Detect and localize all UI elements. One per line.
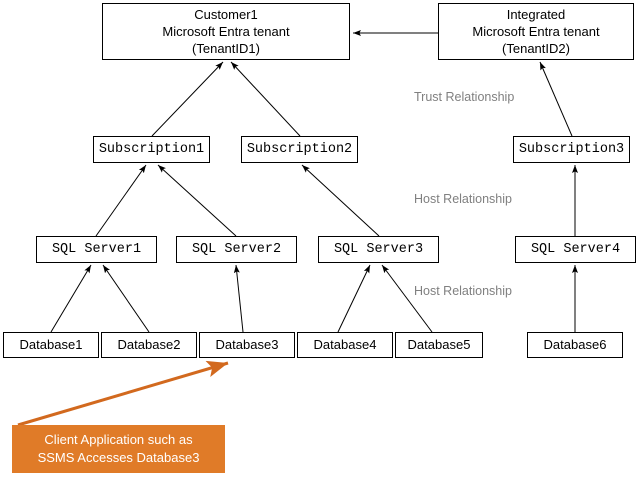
node-text-line: SQL Server3 <box>333 241 424 257</box>
host-relationship-label-servers: Host Relationship <box>414 284 512 298</box>
edge-srv1-to-sub1 <box>95 164 147 237</box>
edge-db3-to-srv2 <box>233 264 244 333</box>
edge-group <box>50 30 578 333</box>
sql-server4-box[interactable]: SQL Server4 <box>515 236 636 263</box>
edge-srv2-to-sub1 <box>157 164 237 237</box>
node-text-line: Microsoft Entra tenant <box>162 24 290 39</box>
callout-arrow-group <box>17 360 229 427</box>
edge-sub3-to-tenant2 <box>539 61 573 137</box>
node-text-line: Subscription2 <box>246 141 353 157</box>
node-text-line: SQL Server1 <box>51 241 142 257</box>
edge-sub1-to-tenant1 <box>151 61 224 137</box>
node-text-line: Customer1 <box>194 7 258 22</box>
node-text-line: Database4 <box>313 337 377 352</box>
database2-box[interactable]: Database2 <box>101 332 197 358</box>
node-text-line: SQL Server2 <box>191 241 282 257</box>
callout-arrow-to-database3 <box>17 360 229 427</box>
subscription2-box[interactable]: Subscription2 <box>241 136 358 163</box>
edge-db2-to-srv1 <box>102 264 150 333</box>
subscription3-box[interactable]: Subscription3 <box>513 136 630 163</box>
node-text-line: (TenantID1) <box>192 41 260 56</box>
host-relationship-label-subscriptions: Host Relationship <box>414 192 512 206</box>
edge-db4-to-srv3 <box>337 264 371 333</box>
node-text-line: Subscription3 <box>518 141 625 157</box>
edge-srv3-to-sub2 <box>301 164 380 237</box>
node-text-line: Database2 <box>117 337 181 352</box>
sql-server2-box[interactable]: SQL Server2 <box>176 236 297 263</box>
edge-db5-to-srv3 <box>381 264 433 333</box>
edge-db1-to-srv1 <box>50 264 92 333</box>
database6-box[interactable]: Database6 <box>527 332 623 358</box>
database4-box[interactable]: Database4 <box>297 332 393 358</box>
client-application-callout[interactable]: Client Application such as SSMS Accesses … <box>12 425 225 473</box>
trust-relationship-label: Trust Relationship <box>414 90 515 104</box>
node-text-line: (TenantID2) <box>502 41 570 56</box>
sql-server1-box[interactable]: SQL Server1 <box>36 236 157 263</box>
node-text-line: Database6 <box>543 337 607 352</box>
database5-box[interactable]: Database5 <box>395 332 483 358</box>
sql-server3-box[interactable]: SQL Server3 <box>318 236 439 263</box>
subscription1-box[interactable]: Subscription1 <box>93 136 210 163</box>
node-text-line: Subscription1 <box>98 141 205 157</box>
edge-sub2-to-tenant1 <box>230 61 301 137</box>
callout-text-line: SSMS Accesses Database3 <box>37 450 200 465</box>
node-text-line: Database3 <box>215 337 279 352</box>
node-text-line: Microsoft Entra tenant <box>472 24 600 39</box>
callout-text-line: Client Application such as <box>44 432 193 447</box>
database1-box[interactable]: Database1 <box>3 332 99 358</box>
node-text-line: Integrated <box>506 7 566 22</box>
database3-box[interactable]: Database3 <box>199 332 295 358</box>
node-text-line: Database5 <box>407 337 471 352</box>
node-text-line: Database1 <box>19 337 83 352</box>
node-text-line: SQL Server4 <box>530 241 621 257</box>
